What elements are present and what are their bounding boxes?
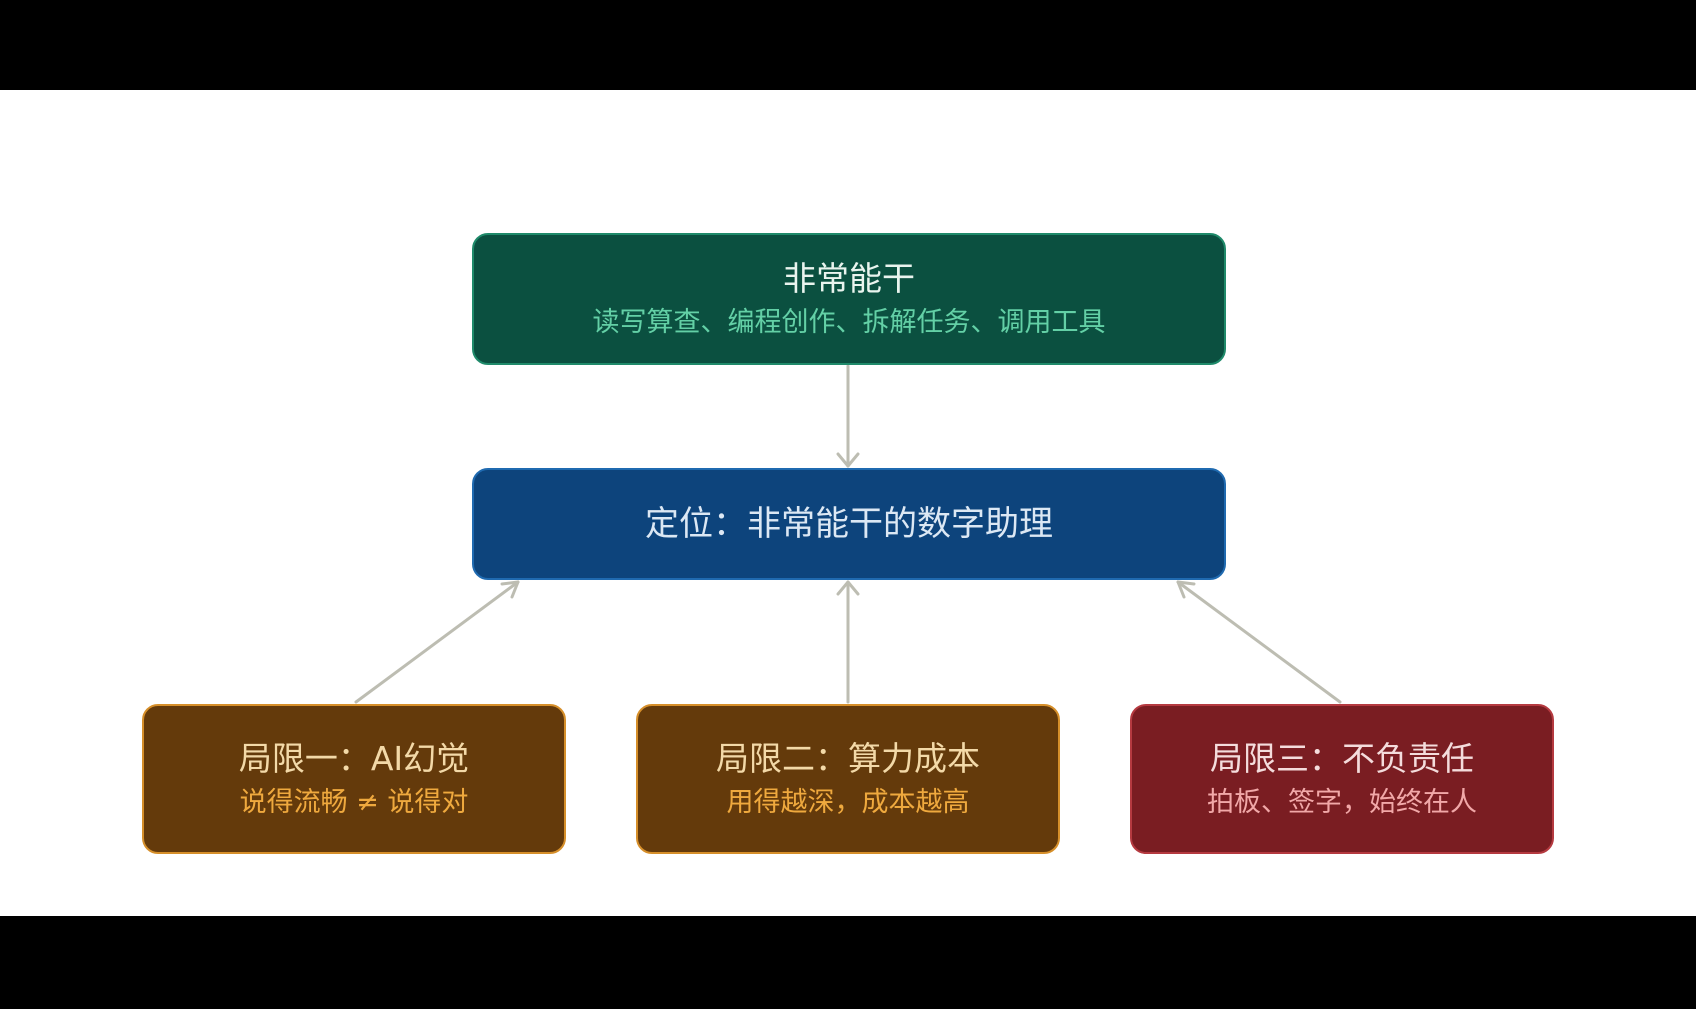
arrow-limit2-to-center	[836, 580, 860, 704]
limitation-box-1: 局限一：AI幻觉 说得流畅 ≠ 说得对	[142, 704, 566, 854]
limitation-title: 局限三：不负责任	[1210, 739, 1474, 778]
arrows-layer	[354, 364, 1342, 704]
limitation-title: 局限一：AI幻觉	[238, 739, 470, 778]
limitation-subtitle: 用得越深，成本越高	[726, 786, 970, 818]
limitation-box-3: 局限三：不负责任 拍板、签字，始终在人	[1130, 704, 1554, 854]
capability-subtitle: 读写算查、编程创作、拆解任务、调用工具	[592, 306, 1106, 338]
limitation-box-2: 局限二：算力成本 用得越深，成本越高	[636, 704, 1060, 854]
arrow-limit3-to-center	[1176, 580, 1342, 704]
arrow-limit1-to-center	[354, 580, 520, 704]
positioning-box: 定位：非常能干的数字助理	[472, 468, 1226, 580]
positioning-title: 定位：非常能干的数字助理	[645, 503, 1053, 544]
arrow-top-to-center	[836, 364, 860, 468]
diagram-canvas: 非常能干 读写算查、编程创作、拆解任务、调用工具 定位：非常能干的数字助理 局限…	[0, 90, 1696, 916]
limitation-subtitle: 拍板、签字，始终在人	[1207, 786, 1477, 818]
capability-box: 非常能干 读写算查、编程创作、拆解任务、调用工具	[472, 233, 1226, 365]
limitation-title: 局限二：算力成本	[716, 739, 980, 778]
limitation-subtitle: 说得流畅 ≠ 说得对	[239, 786, 469, 818]
capability-title: 非常能干	[783, 259, 915, 298]
